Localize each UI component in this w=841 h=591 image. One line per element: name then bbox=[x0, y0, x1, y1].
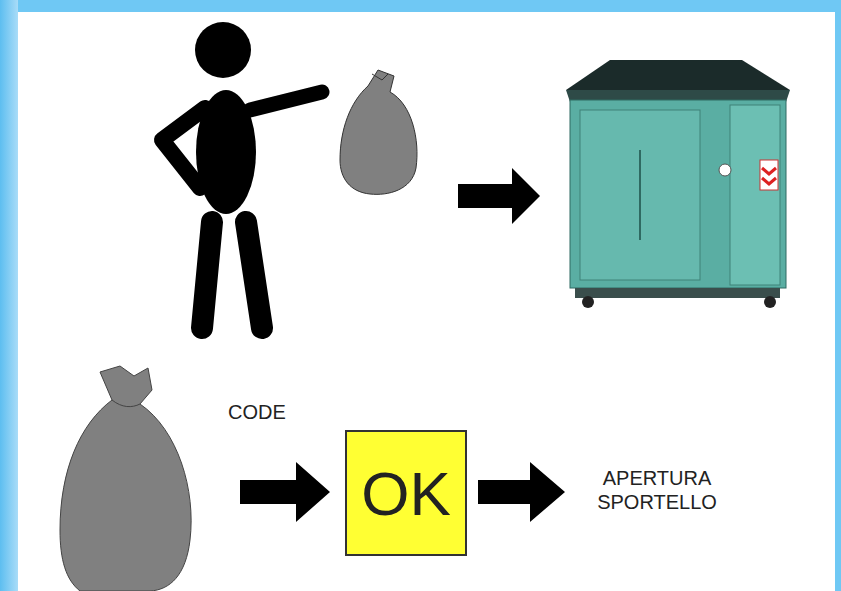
status-box: OK bbox=[345, 430, 467, 556]
arrow bbox=[240, 462, 330, 522]
person-figure bbox=[162, 22, 322, 328]
garbage-bag bbox=[340, 70, 417, 194]
arrow bbox=[458, 168, 540, 224]
border-strip bbox=[0, 0, 18, 591]
arrow bbox=[478, 462, 565, 522]
box-text: OK bbox=[361, 458, 451, 529]
text-label: CODE bbox=[222, 400, 292, 424]
text-label: APERTURA SPORTELLO bbox=[582, 466, 732, 514]
garbage-bag bbox=[60, 366, 191, 591]
dumpster bbox=[566, 60, 790, 308]
